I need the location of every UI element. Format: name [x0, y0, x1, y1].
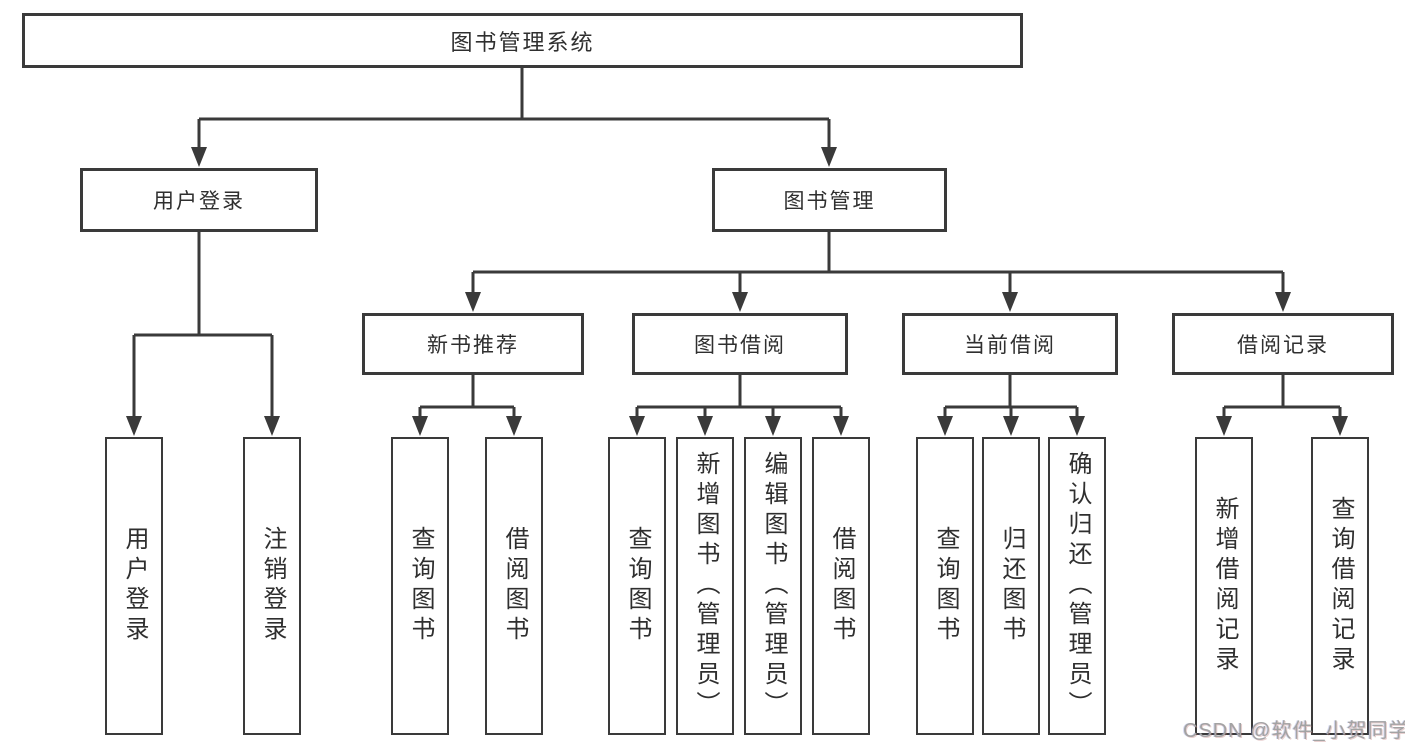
node-current-borrow: 当前借阅 [902, 313, 1118, 375]
leaf-search-borrow-record: 查询借阅记录 [1311, 437, 1369, 735]
leaf-label: 借阅图书 [828, 526, 855, 646]
node-borrow-records: 借阅记录 [1172, 313, 1394, 375]
leaf-search-book-borrow: 查询图书 [608, 437, 666, 735]
csdn-watermark: CSDN @软件_小贺同学 [1183, 720, 1405, 742]
leaf-return-book: 归还图书 [982, 437, 1040, 735]
leaf-label: 查询图书 [932, 526, 959, 646]
node-book-borrow: 图书借阅 [632, 313, 848, 375]
leaf-logout: 注销登录 [243, 437, 301, 735]
leaf-confirm-return-admin: 确认归还（管理员） [1048, 437, 1106, 735]
leaf-label: 确认归还（管理员） [1064, 451, 1091, 721]
leaf-borrow-book: 借阅图书 [812, 437, 870, 735]
leaf-user-login: 用户登录 [105, 437, 163, 735]
leaf-label: 用户登录 [121, 526, 148, 646]
leaf-label: 查询图书 [624, 526, 651, 646]
leaf-label: 查询借阅记录 [1327, 496, 1354, 676]
leaf-label: 新增图书（管理员） [692, 451, 719, 721]
leaf-label: 查询图书 [407, 526, 434, 646]
leaf-borrow-book-recommend: 借阅图书 [485, 437, 543, 735]
node-book-management: 图书管理 [712, 168, 947, 232]
leaf-label: 新增借阅记录 [1211, 496, 1238, 676]
leaf-label: 归还图书 [998, 526, 1025, 646]
leaf-search-book-recommend: 查询图书 [391, 437, 449, 735]
node-user-login: 用户登录 [80, 168, 318, 232]
node-new-book-recommend: 新书推荐 [362, 313, 584, 375]
leaf-add-book-admin: 新增图书（管理员） [676, 437, 734, 735]
node-library-management-system: 图书管理系统 [22, 13, 1023, 68]
leaf-label: 编辑图书（管理员） [760, 451, 787, 721]
leaf-edit-book-admin: 编辑图书（管理员） [744, 437, 802, 735]
leaf-label: 注销登录 [259, 526, 286, 646]
leaf-label: 借阅图书 [501, 526, 528, 646]
leaf-search-book-current: 查询图书 [916, 437, 974, 735]
leaf-add-borrow-record: 新增借阅记录 [1195, 437, 1253, 735]
